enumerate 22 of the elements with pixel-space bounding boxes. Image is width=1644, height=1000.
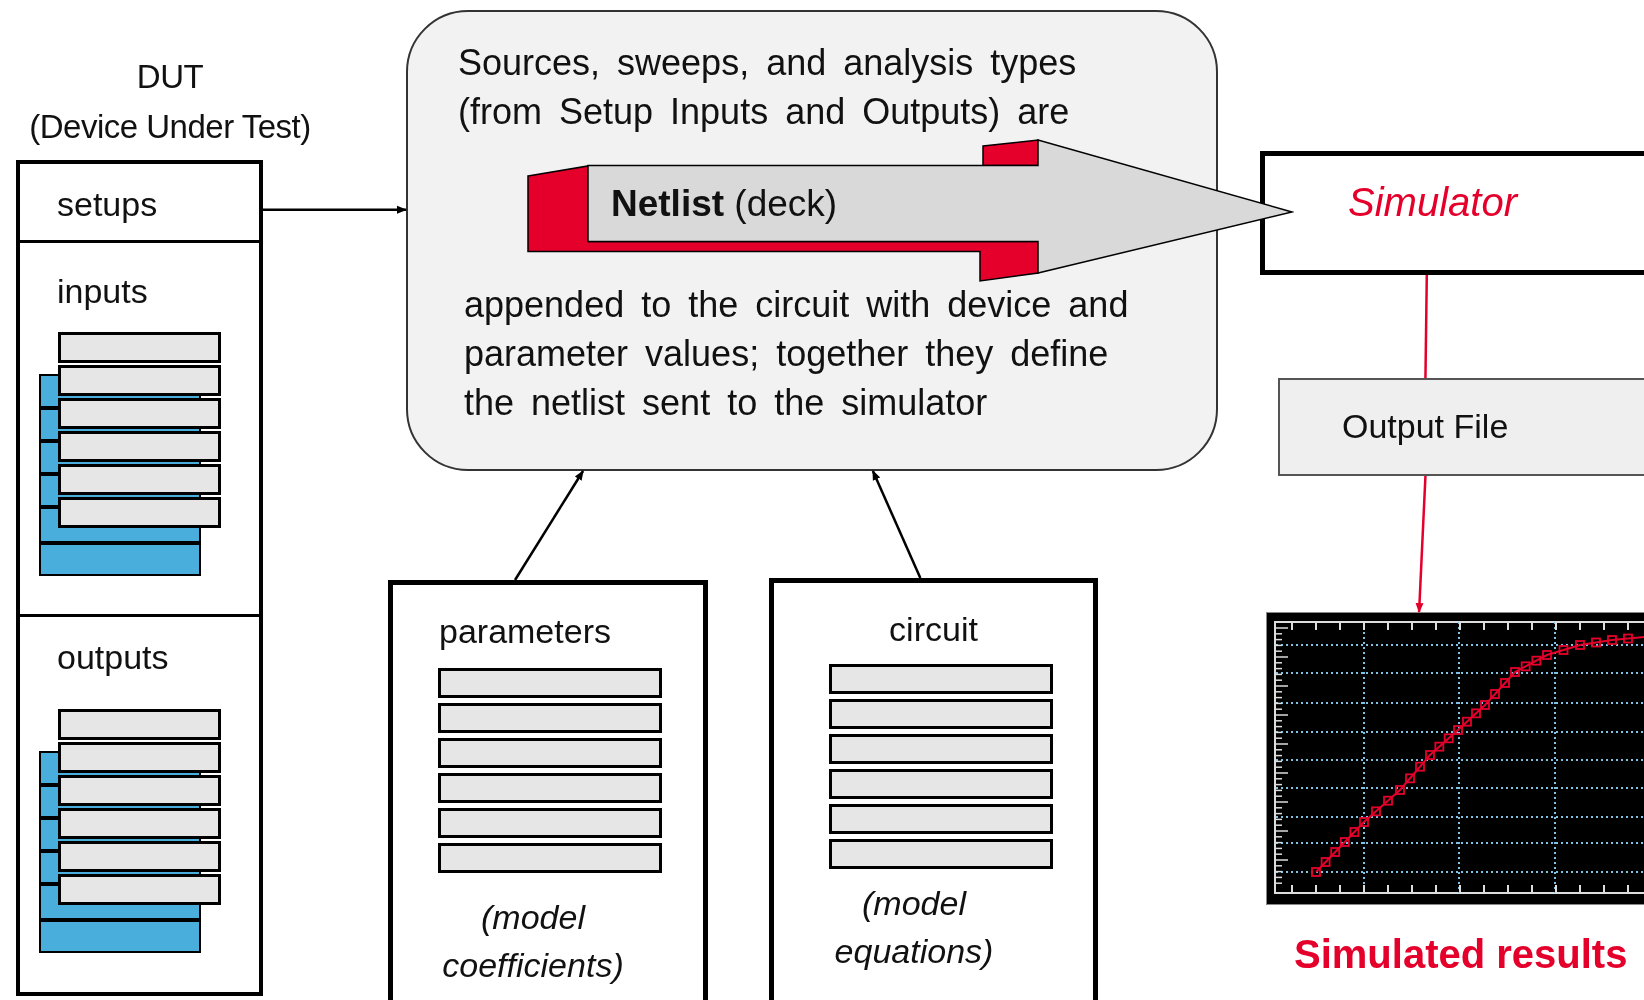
section-label: outputs (57, 637, 169, 677)
arrow (871, 470, 922, 579)
box-title: (Device Under Test) (28, 107, 312, 147)
data-box (769, 578, 1098, 1000)
section-label: setups (57, 184, 158, 224)
box-note: (model equations) (833, 883, 995, 972)
box-title: circuit (888, 609, 979, 649)
arrow (1415, 475, 1427, 613)
section-label: inputs (57, 271, 148, 311)
file-box (1278, 378, 1644, 476)
description-text: appended to the circuit with device and parameter values; together they define the netlist sent to the simulator (464, 283, 1130, 425)
process-box (1260, 151, 1644, 275)
box-title: parameters (439, 611, 611, 651)
arrow (513, 470, 585, 581)
box-note: (model coefficients) (441, 897, 625, 986)
chart-caption: Simulated results (1294, 931, 1628, 978)
box-title: DUT (135, 57, 205, 97)
box-label: Simulator (1348, 179, 1517, 226)
data-box (388, 580, 708, 1000)
box-label: Output File (1342, 406, 1509, 446)
arrow-label: Netlist (deck) (611, 182, 838, 226)
description-text: Sources, sweeps, and analysis types (from Setup Inputs and Outputs) are (458, 41, 1078, 134)
